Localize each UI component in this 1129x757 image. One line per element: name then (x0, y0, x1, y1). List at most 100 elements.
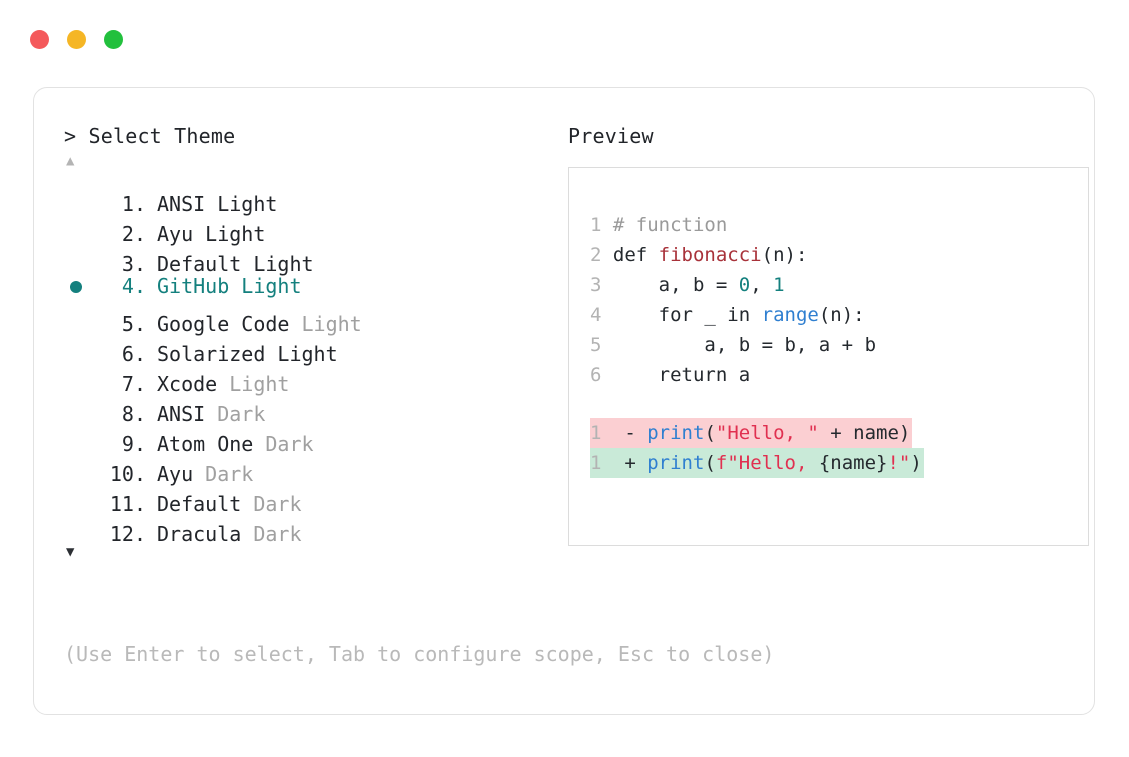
theme-item-variant: Light (241, 252, 314, 276)
code-token-plain: for _ in (612, 304, 762, 326)
code-token-plain: ) (910, 452, 922, 474)
code-token-plain: + name) (818, 422, 911, 444)
theme-list-item[interactable]: 7.Xcode Light (64, 361, 542, 396)
theme-item-name: Ayu (157, 222, 194, 246)
theme-item-variant: Light (229, 274, 302, 298)
theme-item-index: 5. (121, 312, 146, 336)
gutter-space (601, 364, 612, 386)
code-blank-line (569, 390, 1088, 418)
theme-list-item[interactable]: 4. GitHub Light (64, 271, 542, 301)
minimize-dot[interactable] (67, 30, 86, 49)
theme-item-variant: Dark (241, 522, 302, 546)
line-number: 6 (590, 364, 602, 386)
theme-item-name: Dracula (157, 522, 242, 546)
line-number: 1 (590, 214, 602, 236)
selection-bullet-cell (64, 301, 92, 331)
code-line-content: 6 return a (590, 360, 752, 390)
line-number: 1 (590, 422, 602, 444)
code-line-content: 1 # function (590, 210, 729, 240)
theme-list-item[interactable]: 9.Atom One Dark (64, 421, 542, 456)
code-diff-line-add: 1 + print(f"Hello, {name}!") (569, 448, 1088, 478)
code-token-comment: # function (612, 214, 728, 236)
window-titlebar (30, 30, 123, 49)
code-token-plain: (n): (818, 304, 865, 326)
theme-list-item[interactable]: 11.Default Dark (64, 481, 542, 516)
theme-list-item[interactable]: 6. Solarized Light (64, 331, 542, 366)
selection-bullet-cell (64, 421, 92, 451)
scroll-down-icon[interactable]: ▼ (66, 544, 75, 560)
code-token-fn: fibonacci (658, 244, 762, 266)
gutter-space (601, 244, 612, 266)
theme-item-variant: Light (217, 372, 290, 396)
code-line-content: 1 - print("Hello, " + name) (590, 418, 913, 448)
theme-list-item[interactable]: 5.Google Code Light (64, 301, 542, 336)
gutter-space (601, 274, 612, 296)
theme-list-item[interactable]: 2.Ayu Light (64, 211, 542, 246)
theme-list-item[interactable]: 12. Dracula Dark (64, 511, 542, 546)
theme-item-name: Solarized (157, 342, 266, 366)
code-token-num: 0 (738, 274, 751, 296)
theme-item-index: 11. (109, 492, 146, 516)
maximize-dot[interactable] (104, 30, 123, 49)
preview-title: Preview (568, 124, 654, 148)
theme-item-variant: Light (265, 342, 338, 366)
theme-item-name: Google Code (157, 312, 290, 336)
gutter-space (601, 214, 612, 236)
selection-bullet-cell (64, 272, 92, 302)
theme-list-item[interactable]: 1.ANSI Light (64, 181, 542, 216)
theme-item-index: 9. (121, 432, 146, 456)
code-token-str: "Hello, " (715, 422, 819, 444)
gutter-space (601, 304, 612, 326)
code-token-str: !" (887, 452, 911, 474)
keyboard-hint: (Use Enter to select, Tab to configure s… (64, 642, 775, 666)
line-number: 1 (590, 452, 602, 474)
theme-item-name: GitHub (157, 274, 230, 298)
theme-item-name: Default (157, 492, 242, 516)
line-number: 2 (590, 244, 602, 266)
theme-list-item[interactable]: 3.Default Light (64, 241, 542, 276)
code-line-content: 4 for _ in range(n): (590, 300, 867, 330)
code-line-content: 1 + print(f"Hello, {name}!") (590, 448, 924, 478)
theme-item-index: 8. (121, 402, 146, 426)
code-line: 4 for _ in range(n): (569, 300, 1088, 330)
code-line-content: 2 def fibonacci(n): (590, 240, 809, 270)
theme-item-variant: Light (193, 222, 266, 246)
gutter-space (601, 452, 612, 474)
code-token-plain: ( (704, 422, 716, 444)
theme-item-index: 12. (109, 522, 146, 546)
theme-item-name: Xcode (157, 372, 218, 396)
code-line: 5 a, b = b, a + b (569, 330, 1088, 360)
selection-bullet-cell (64, 511, 92, 541)
code-token-plain: ( (704, 452, 716, 474)
selection-bullet-cell (64, 361, 92, 391)
theme-list-item[interactable]: 8.ANSI Dark (64, 391, 542, 426)
code-token-num: 1 (773, 274, 785, 296)
code-line-content: 3 a, b = 0, 1 (590, 270, 787, 300)
theme-list-item[interactable]: 10.Ayu Dark (64, 451, 542, 486)
code-token-builtin: range (761, 304, 819, 326)
theme-item-index: 6. (121, 342, 146, 366)
theme-item-variant: Dark (253, 432, 314, 456)
code-token-kw: def (612, 244, 659, 266)
close-dot[interactable] (30, 30, 49, 49)
code-line: 3 a, b = 0, 1 (569, 270, 1088, 300)
theme-item-variant: Light (205, 192, 278, 216)
line-number: 3 (590, 274, 602, 296)
theme-item-index: 4. (121, 274, 146, 298)
selected-bullet-icon (70, 281, 82, 293)
scroll-up-icon[interactable]: ▲ (66, 153, 75, 169)
selection-bullet-cell (64, 451, 92, 481)
theme-item-variant: Dark (193, 462, 254, 486)
theme-item-variant: Dark (205, 402, 266, 426)
page-title: > Select Theme (64, 124, 236, 148)
gutter-space (601, 334, 612, 356)
code-line-content: 5 a, b = b, a + b (590, 330, 878, 360)
selection-bullet-cell (64, 331, 92, 361)
